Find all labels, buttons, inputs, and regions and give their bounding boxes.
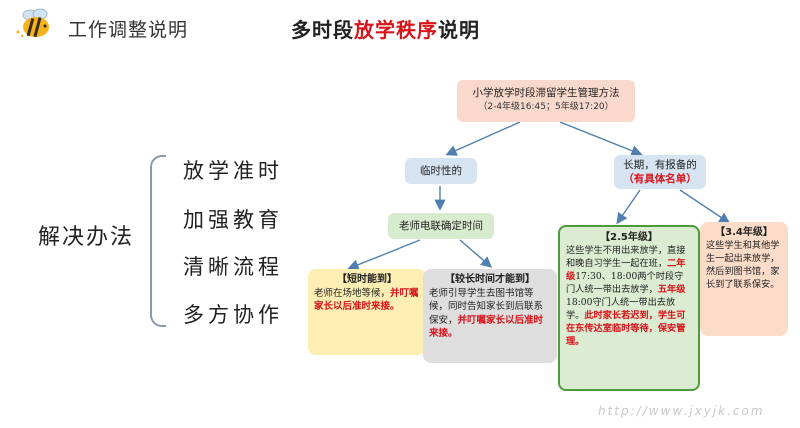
arrow-contact-to-long — [459, 239, 493, 268]
grade25-red2: 五年级 — [657, 284, 686, 295]
grade25-red3: 此时家长若迟到，学生可在东传达室临时等待，保安管理。 — [566, 310, 686, 347]
method-item: 清晰流程 — [183, 255, 283, 279]
long-time-text: 老师引导学生去图书馆等候，同时告知家长到后联系保安， — [429, 287, 544, 326]
longterm-node: 长期，有报备的 （有具体名单） — [614, 155, 706, 189]
method-item: 多方协作 — [183, 303, 283, 327]
method-item: 放学准时 — [183, 159, 283, 183]
longterm-title: 长期，有报备的 — [623, 159, 697, 171]
grade25-note: 【2.5年级】 这些学生不用出来放学，直接和晚自习学生一起在班，二年级17:30… — [558, 225, 700, 391]
solution-label: 解决办法 — [38, 225, 135, 250]
section-title: 工作调整说明 — [68, 19, 189, 41]
arrow-contact-to-short — [347, 239, 421, 271]
short-time-red: 并叮嘱家长以后准时来接。 — [314, 287, 419, 313]
temporary-node: 临时性的 — [405, 158, 477, 184]
page-title-highlight: 放学秩序 — [354, 18, 438, 42]
grade34-text: 这些学生和其他学生一起出来放学，然后到图书馆，家长到了联系保安。 — [706, 240, 780, 290]
root-subtitle: （2-4年级16:45；5年级17:20） — [478, 102, 614, 112]
short-time-note: 【短时能到】 老师在场地等候，并叮嘱家长以后准时来接。 — [308, 269, 426, 355]
page-title: 多时段放学秩序说明 — [291, 14, 480, 43]
root-node: 小学放学时段滞留学生管理方法 （2-4年级16:45；5年级17:20） — [457, 80, 635, 122]
long-time-head: 【较长时间才能到】 — [445, 274, 535, 285]
grade25-text1: 这些学生不用出来放学，直接和晚自习学生一起在班， — [566, 245, 686, 269]
watermark: http://www.jxyjk.com — [598, 404, 765, 418]
long-time-note: 【较长时间才能到】 老师引导学生去图书馆等候，同时告知家长到后联系保安，并叮嘱家… — [423, 269, 557, 363]
arrow-root-to-temporary — [445, 121, 521, 156]
short-time-head: 【短时能到】 — [337, 274, 397, 285]
grade25-text2: 17:30、18:00两个时段守门人统一带出去放学， — [566, 271, 684, 295]
page-title-prefix: 多时段 — [291, 18, 354, 42]
bee-icon — [16, 8, 49, 38]
grade34-note: 【3.4年级】 这些学生和其他学生一起出来放学，然后到图书馆，家长到了联系保安。 — [700, 222, 788, 336]
grade25-text3: 18:00守门人统一带出去放学。 — [566, 297, 676, 321]
arrow-root-to-longterm — [559, 121, 643, 157]
solution-bracket — [150, 155, 166, 327]
logo — [14, 6, 56, 42]
longterm-subtitle: （有具体名单） — [623, 173, 697, 185]
root-title: 小学放学时段滞留学生管理方法 — [472, 87, 620, 99]
grade25-head: 【2.5年级】 — [600, 232, 658, 243]
grade34-head: 【3.4年级】 — [715, 227, 773, 238]
contact-node: 老师电联确定时间 — [388, 213, 494, 239]
grade25-red1: 二年级 — [566, 258, 686, 282]
page-title-suffix: 说明 — [438, 18, 480, 42]
short-time-text: 老师在场地等候， — [314, 287, 391, 299]
arrow-longterm-to-grade25 — [616, 189, 641, 225]
long-time-red: 并叮嘱家长以后准时来接。 — [429, 314, 544, 340]
arrow-longterm-to-grade34 — [679, 189, 731, 224]
method-item: 加强教育 — [183, 208, 283, 232]
